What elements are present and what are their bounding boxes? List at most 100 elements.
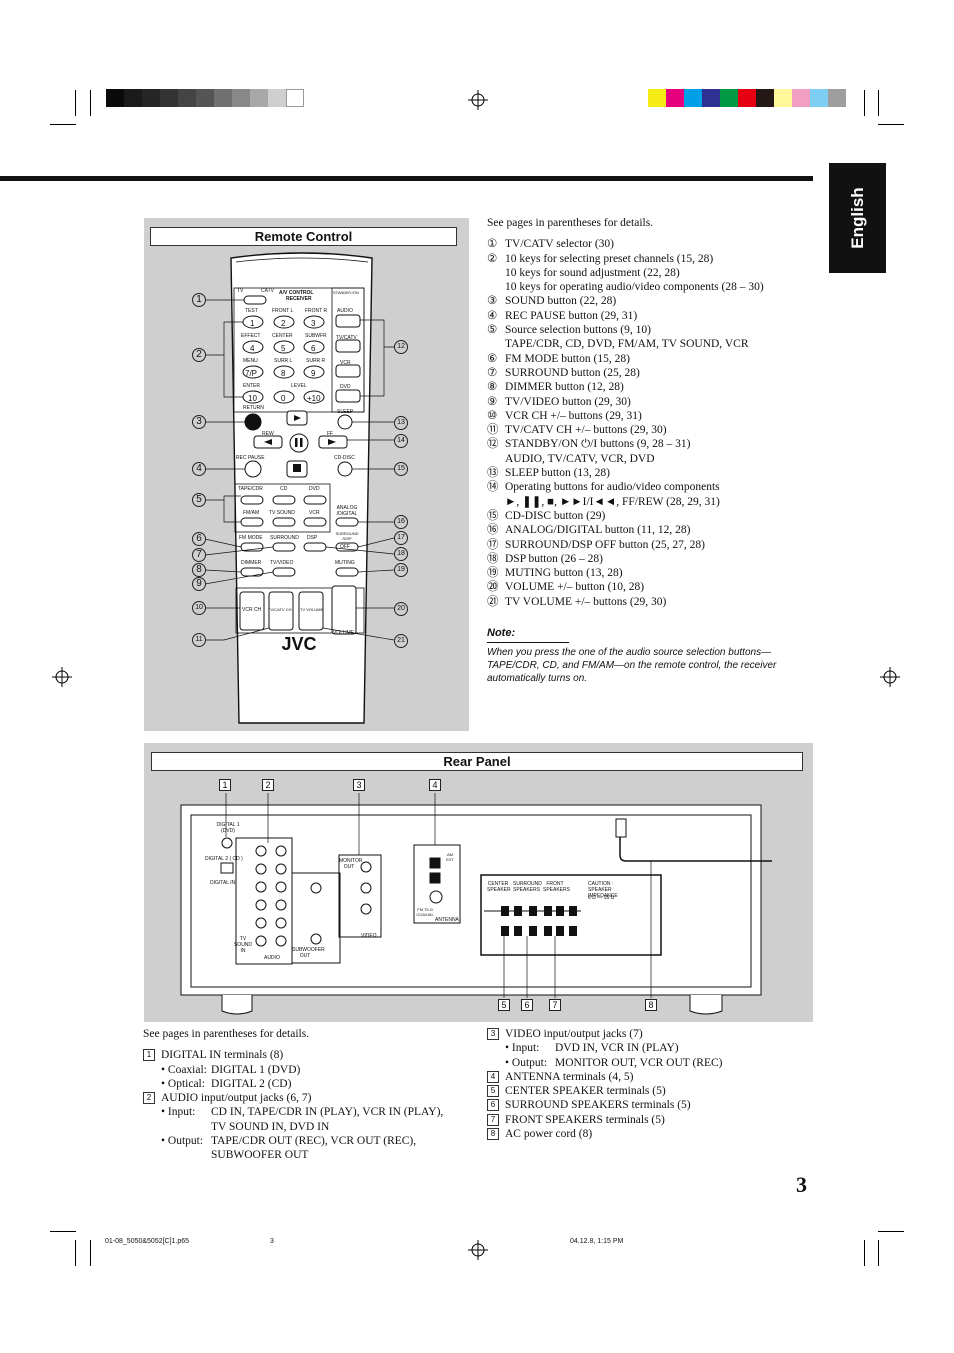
- digital2-label: DIGITAL 2 ( CD ): [205, 856, 243, 862]
- dsp-label: DSP: [307, 535, 318, 541]
- list-sublabel: • Input:: [505, 1042, 540, 1055]
- list-text: 10 keys for selecting preset channels (1…: [505, 252, 714, 265]
- key-2[interactable]: 2: [281, 319, 286, 328]
- caution-label: CAUTION : SPEAKER IMPEDANCE: [588, 881, 618, 899]
- key-9[interactable]: 9: [311, 369, 316, 378]
- fm-label: FM 75 Ω COAXIAL: [416, 907, 434, 917]
- standby-label: STANDBY/ON: [333, 290, 359, 295]
- cd-disc-label: CD-DISC: [334, 455, 355, 461]
- key-1[interactable]: 1: [250, 319, 255, 328]
- fm-mode-label: FM MODE: [239, 535, 263, 541]
- callout-12: 12: [394, 340, 408, 354]
- list-value: SUBWOOFER OUT: [211, 1149, 309, 1162]
- list-number: ⑱: [487, 552, 499, 565]
- list-text: TV/CATV CH +/– buttons (29, 30): [505, 424, 667, 437]
- key-0[interactable]: 0: [281, 394, 286, 403]
- list-number: 7: [487, 1113, 499, 1126]
- surround-speakers-label: SURROUND SPEAKERS: [513, 881, 542, 893]
- analog-digital-label: ANALOG /DIGITAL: [336, 505, 358, 517]
- list-text: 10 keys for sound adjustment (22, 28): [505, 266, 680, 279]
- key-6[interactable]: 6: [311, 344, 316, 353]
- remote-list-item: 10 keys for sound adjustment (22, 28): [487, 266, 817, 280]
- list-number: ⑮: [487, 509, 499, 522]
- footer-page: 3: [270, 1238, 274, 1245]
- list-text: VCR CH +/– buttons (29, 31): [505, 409, 642, 422]
- crop-mark: [90, 90, 91, 116]
- key-3[interactable]: 3: [311, 319, 316, 328]
- rear-callout-8: 8: [645, 999, 657, 1011]
- vcr-source-label: VCR: [309, 510, 320, 516]
- list-text: SURROUND SPEAKERS terminals (5): [505, 1099, 691, 1112]
- monitor-out-label: MONITOR OUT: [339, 858, 363, 870]
- callout-18: 18: [394, 547, 408, 561]
- list-text: FRONT SPEAKERS terminals (5): [505, 1113, 665, 1126]
- rear-list-item: • Output:MONITOR OUT, VCR OUT (REC): [487, 1056, 817, 1070]
- rear-callout-7: 7: [549, 999, 561, 1011]
- list-number: 3: [487, 1028, 499, 1040]
- key-4[interactable]: 4: [250, 344, 255, 353]
- list-number: ⑥: [487, 352, 498, 365]
- rear-list-intro: See pages in parentheses for details.: [143, 1028, 310, 1040]
- key-5[interactable]: 5: [281, 344, 286, 353]
- tv-sound-label: TV SOUND: [269, 510, 295, 516]
- catv-label: CATV: [261, 288, 274, 294]
- callout-16: 16: [394, 515, 408, 529]
- front-l-label: FRONT L: [272, 308, 294, 314]
- list-text: CD-DISC button (29): [505, 509, 606, 522]
- crop-mark: [878, 124, 904, 125]
- list-text: Operating buttons for audio/video compon…: [505, 481, 720, 494]
- rear-callout-5: 5: [498, 999, 510, 1011]
- rear-panel-illustration: [180, 793, 772, 1015]
- registration-mark-icon: [468, 90, 488, 110]
- list-text: Source selection buttons (9, 10): [505, 324, 651, 337]
- test-label: TEST: [245, 308, 258, 314]
- subwoofer-out-label: SUBWOOFER OUT: [292, 947, 325, 959]
- crop-mark: [878, 1240, 879, 1266]
- front-speakers-label: FRONT SPEAKERS: [543, 881, 570, 893]
- remote-list-item: ⑮ CD-DISC button (29): [487, 509, 817, 523]
- center-speaker-label: CENTER SPEAKER: [487, 881, 511, 893]
- registration-mark-icon: [880, 667, 900, 687]
- list-number: ③: [487, 295, 498, 308]
- list-text: TV VOLUME +/– buttons (29, 30): [505, 595, 667, 608]
- rear-list-item: • Output:TAPE/CDR OUT (REC), VCR OUT (RE…: [143, 1134, 473, 1148]
- surr-r-label: SURR R: [306, 358, 326, 364]
- rear-list-item: • Coaxial:DIGITAL 1 (DVD): [143, 1063, 473, 1077]
- key-8[interactable]: 8: [281, 369, 286, 378]
- rear-list-item: • Optical:DIGITAL 2 (CD): [143, 1077, 473, 1091]
- key-10[interactable]: 10: [248, 394, 257, 403]
- key-7[interactable]: 7/P: [245, 369, 258, 378]
- list-value: TV SOUND IN, DVD IN: [211, 1120, 330, 1133]
- list-number: ⑩: [487, 409, 498, 422]
- list-value: MONITOR OUT, VCR OUT (REC): [555, 1056, 723, 1069]
- callout-17: 17: [394, 531, 408, 545]
- crop-mark: [75, 90, 76, 116]
- list-number: ⑫: [487, 438, 499, 451]
- key-plus10[interactable]: +10: [307, 394, 321, 403]
- list-text: REC PAUSE button (29, 31): [505, 309, 638, 322]
- rear-list-item: • Input:DVD IN, VCR IN (PLAY): [487, 1041, 817, 1055]
- surround-dsp-label: SURROUND /DSP: [335, 531, 359, 541]
- tv-sound-in-label: TV SOUND IN: [233, 936, 253, 954]
- list-value: DIGITAL 2 (CD): [211, 1077, 292, 1090]
- callout-3: 3: [192, 415, 206, 429]
- list-text: DSP button (26 – 28): [505, 552, 603, 565]
- list-value: DIGITAL 1 (DVD): [211, 1063, 301, 1076]
- remote-control-title: Remote Control: [150, 227, 457, 246]
- return-label: RETURN: [243, 405, 264, 411]
- list-number: 6: [487, 1099, 499, 1112]
- am-label: AM EXT: [446, 852, 454, 862]
- vcr-ch-label: VCR CH: [242, 607, 262, 613]
